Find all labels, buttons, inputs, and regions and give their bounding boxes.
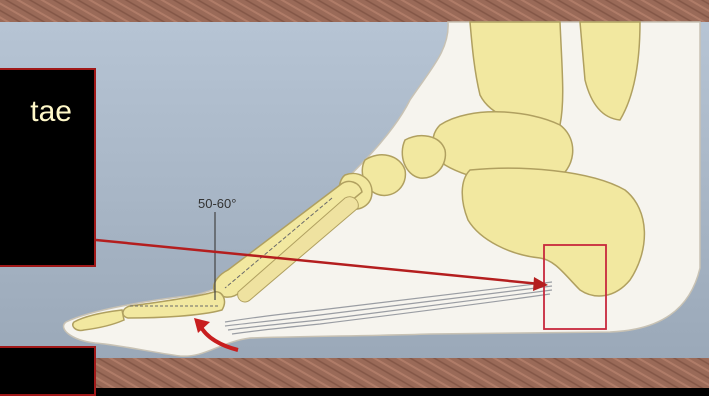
callout-box-bottom: [0, 346, 96, 396]
top-frame: [0, 0, 709, 22]
foot-diagram: 50-60°: [0, 0, 709, 388]
callout-text-top: tae: [30, 95, 72, 129]
callout-box-top: tae: [0, 68, 96, 267]
bottom-frame: [0, 358, 709, 388]
angle-label: 50-60°: [198, 196, 236, 211]
